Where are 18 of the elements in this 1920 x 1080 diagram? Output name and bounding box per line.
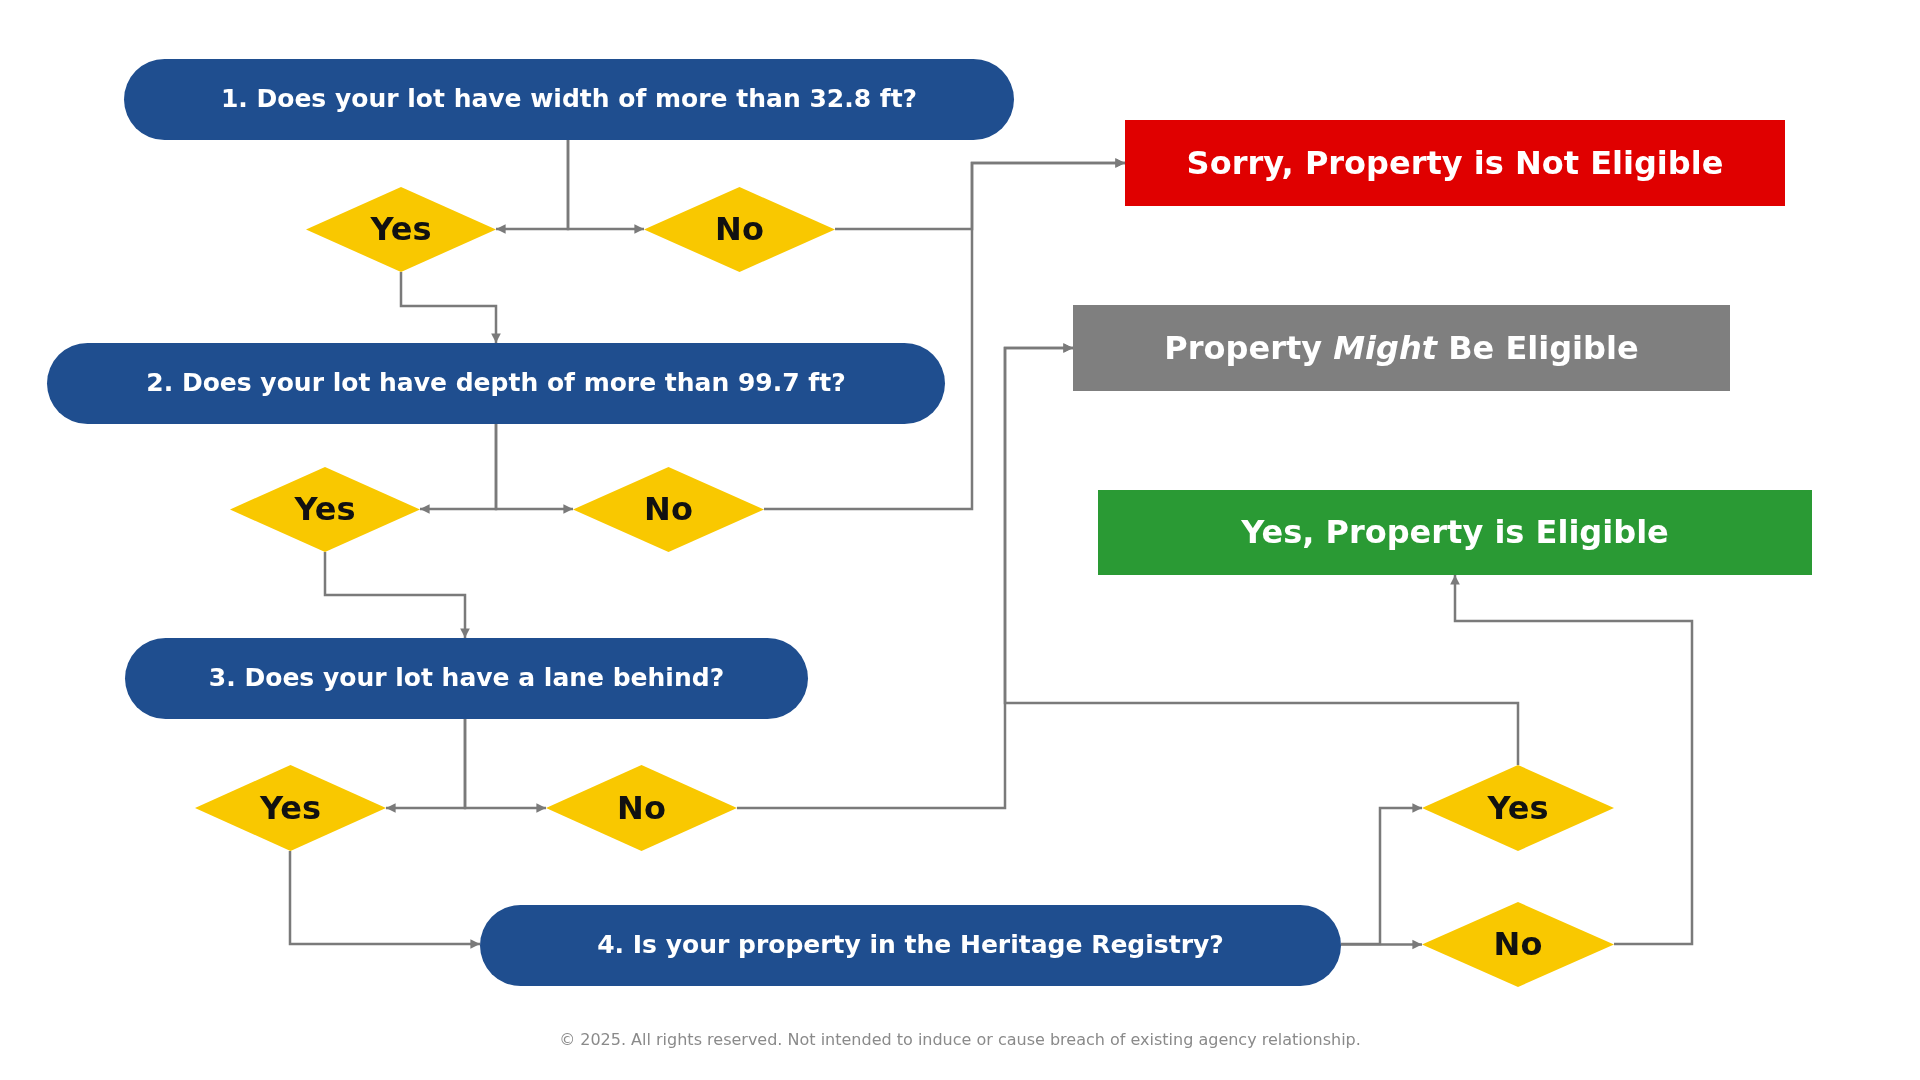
arrow: [323, 552, 470, 638]
result-box: Property Might Be Eligible: [1073, 305, 1730, 391]
arrow: [1003, 343, 1520, 765]
question-pill: 3. Does your lot have a lane behind?: [125, 638, 808, 719]
arrow: [494, 424, 573, 514]
arrow: [1450, 575, 1694, 946]
question-pill: 4. Is your property in the Heritage Registry?: [480, 905, 1341, 986]
question-pill: 2. Does your lot have depth of more than 99.7 ft?: [47, 343, 945, 424]
copyright-note: © 2025. All rights reserved. Not intended to induce or cause breach of existing agency relationship.: [558, 1030, 1362, 1049]
arrow: [1341, 939, 1422, 950]
result-box: Sorry, Property is Not Eligible: [1125, 120, 1785, 206]
arrow: [399, 272, 501, 343]
question-pill: 1. Does your lot have width of more than 32.8 ft?: [124, 59, 1014, 140]
arrow: [288, 851, 480, 949]
arrow: [566, 140, 644, 234]
arrow: [463, 719, 546, 813]
result-box: Yes, Property is Eligible: [1098, 490, 1812, 575]
arrow: [764, 158, 1125, 511]
